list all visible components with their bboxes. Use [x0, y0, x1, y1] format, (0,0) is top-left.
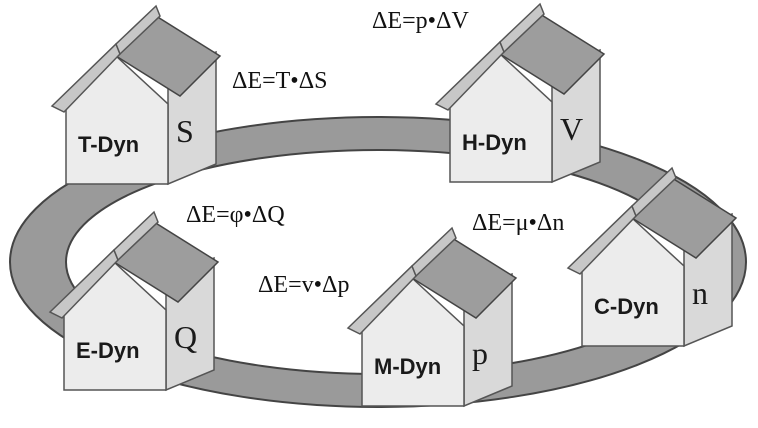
house-variable-t-dyn: S: [176, 113, 194, 149]
house-ridge: [113, 210, 159, 262]
house-h-dyn: H-Dyn V: [434, 2, 606, 184]
house-ridge: [499, 2, 545, 54]
house-name-c-dyn: C-Dyn: [594, 294, 659, 319]
house-ridge: [411, 226, 457, 278]
house-name-h-dyn: H-Dyn: [462, 130, 527, 155]
house-name-t-dyn: T-Dyn: [78, 132, 139, 157]
house-ridge: [631, 166, 677, 218]
equation-h-dyn: ΔE=p•ΔV: [372, 8, 469, 34]
house-variable-m-dyn: p: [472, 335, 488, 371]
house-name-m-dyn: M-Dyn: [374, 354, 441, 379]
house-variable-h-dyn: V: [560, 111, 583, 147]
house-variable-e-dyn: Q: [174, 319, 197, 355]
house-c-dyn: C-Dyn n: [566, 166, 738, 348]
equation-e-dyn: ΔE=φ•ΔQ: [186, 202, 285, 228]
house-name-e-dyn: E-Dyn: [76, 338, 140, 363]
house-variable-c-dyn: n: [692, 275, 708, 311]
house-e-dyn: E-Dyn Q: [48, 210, 220, 392]
house-ridge: [115, 4, 161, 56]
equation-m-dyn: ΔE=v•Δp: [258, 272, 349, 298]
equation-t-dyn: ΔE=T•ΔS: [232, 68, 327, 94]
equation-c-dyn: ΔE=μ•Δn: [472, 210, 564, 236]
house-t-dyn: T-Dyn S: [50, 4, 222, 186]
house-m-dyn: M-Dyn p: [346, 226, 518, 408]
